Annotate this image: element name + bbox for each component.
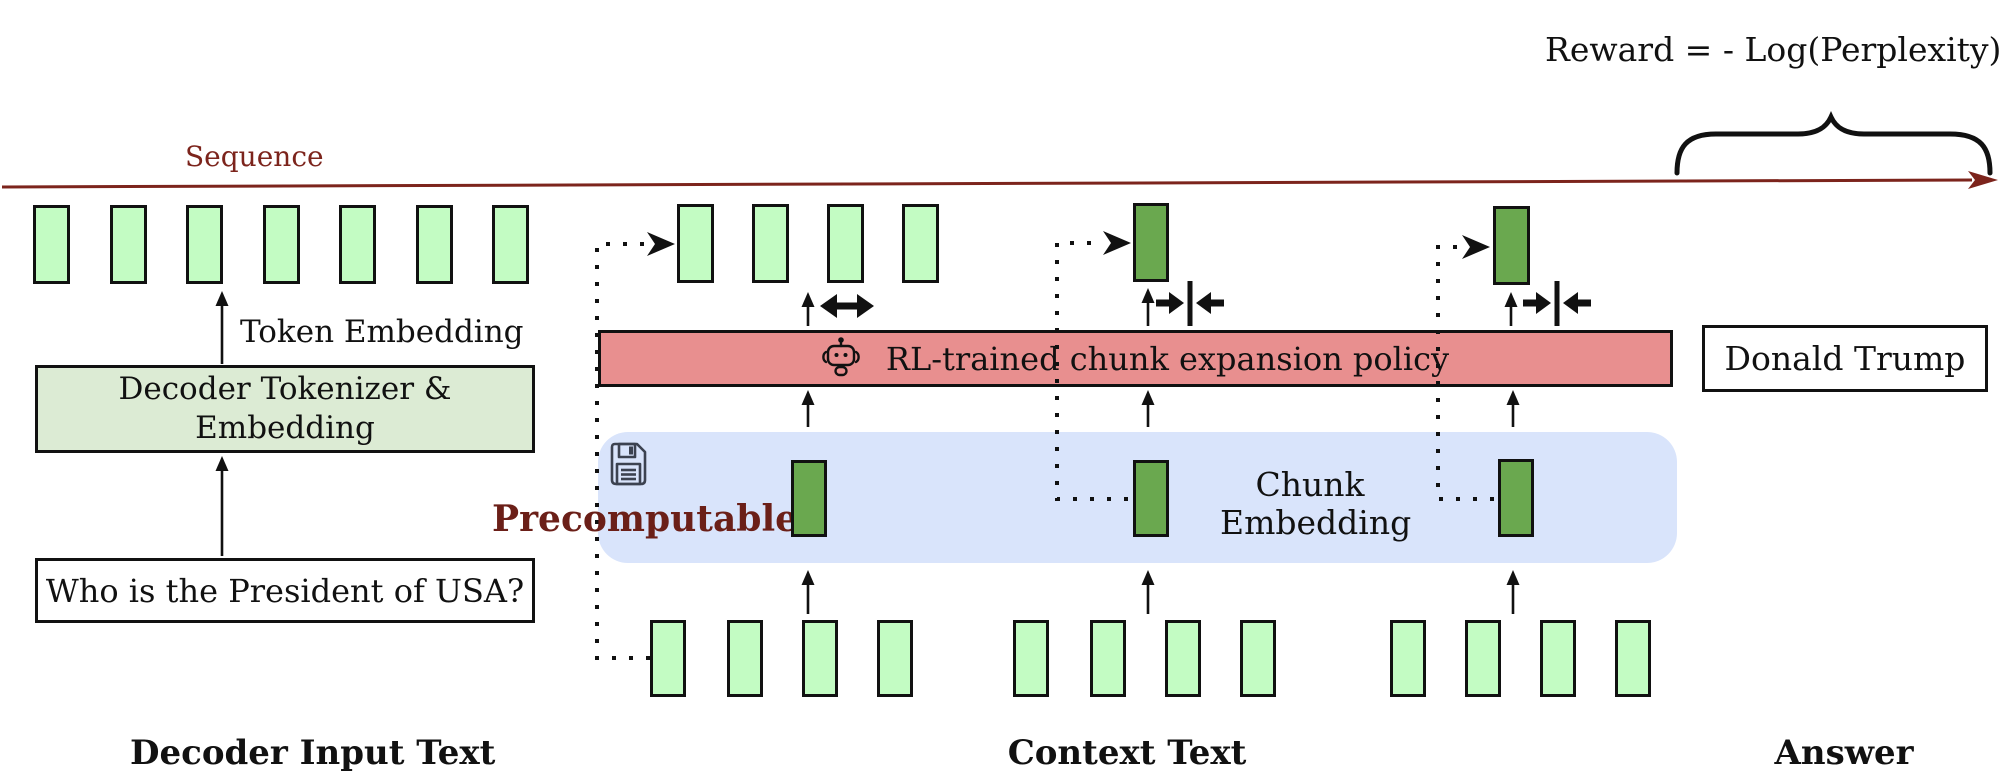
- inserted-chunk-token: [1493, 206, 1530, 285]
- collapse-arrows-icon: [1523, 281, 1591, 326]
- answer-text: Donald Trump: [1724, 339, 1966, 378]
- context-token: [1390, 620, 1426, 697]
- expand-arrows-icon: [820, 294, 874, 318]
- decoder-token: [492, 205, 529, 284]
- chunk-embedding: [791, 460, 827, 537]
- answer-box: Donald Trump: [1702, 325, 1988, 392]
- context-token: [1240, 620, 1276, 697]
- dotted-path-chunk-3: [1436, 245, 1494, 501]
- chunk-embedding: [1498, 459, 1534, 537]
- dotted-path-context-tokens: [595, 242, 650, 660]
- context-token: [1465, 620, 1501, 697]
- policy-bar: RL-trained chunk expansion policy: [598, 330, 1673, 387]
- token-embedding-label: Token Embedding: [240, 314, 524, 350]
- chunk-embedding-label: Chunk Embedding: [1220, 465, 1412, 542]
- sequence-token: [677, 204, 714, 283]
- decoder-token: [416, 205, 453, 284]
- context-token: [650, 620, 686, 697]
- decoder-input-box: Who is the President of USA?: [35, 558, 535, 623]
- decoder-tokenizer-box-text: Decoder Tokenizer & Embedding: [118, 371, 452, 446]
- inserted-chunk-token: [1133, 203, 1169, 282]
- policy-bar-label: RL-trained chunk expansion policy: [885, 339, 1450, 378]
- decoder-token: [339, 205, 376, 284]
- decoder-token: [33, 205, 70, 284]
- flow-arrows: [215, 288, 1520, 614]
- robot-icon: [822, 336, 860, 376]
- context-token: [1165, 620, 1201, 697]
- sequence-label: Sequence: [185, 140, 324, 173]
- dotted-path-arrowhead: [1462, 235, 1490, 259]
- decoder-token: [186, 205, 223, 284]
- context-token: [802, 620, 838, 697]
- decoder-tokenizer-box: Decoder Tokenizer & Embedding: [35, 365, 535, 453]
- precomputable-label: Precomputable: [492, 498, 799, 540]
- decoder-token: [110, 205, 147, 284]
- context-token: [877, 620, 913, 697]
- collapse-arrows-icon: [1156, 281, 1224, 326]
- sequence-token: [752, 204, 789, 283]
- context-token: [1013, 620, 1049, 697]
- decoder-input-text: Who is the President of USA?: [45, 571, 525, 610]
- decoder-token: [263, 205, 300, 284]
- dotted-path-arrowhead: [647, 232, 675, 256]
- context-token: [1540, 620, 1576, 697]
- section-label-context: Context Text: [1007, 733, 1247, 773]
- dotted-path-arrowhead: [1103, 231, 1131, 255]
- context-token: [727, 620, 763, 697]
- floppy-disk-icon: [610, 442, 647, 486]
- section-label-answer: Answer: [1774, 733, 1914, 773]
- dotted-path-chunk-2: [1055, 241, 1128, 501]
- answer-overbrace: [1674, 110, 1993, 176]
- reward-formula: Reward = - Log(Perplexity): [1545, 30, 2000, 69]
- context-token: [1615, 620, 1651, 697]
- sequence-arrow: [1, 171, 1998, 189]
- sequence-token: [827, 204, 864, 283]
- section-label-decoder-input: Decoder Input Text: [130, 733, 496, 773]
- sequence-token: [902, 204, 939, 283]
- chunk-embedding: [1133, 460, 1169, 537]
- context-token: [1090, 620, 1126, 697]
